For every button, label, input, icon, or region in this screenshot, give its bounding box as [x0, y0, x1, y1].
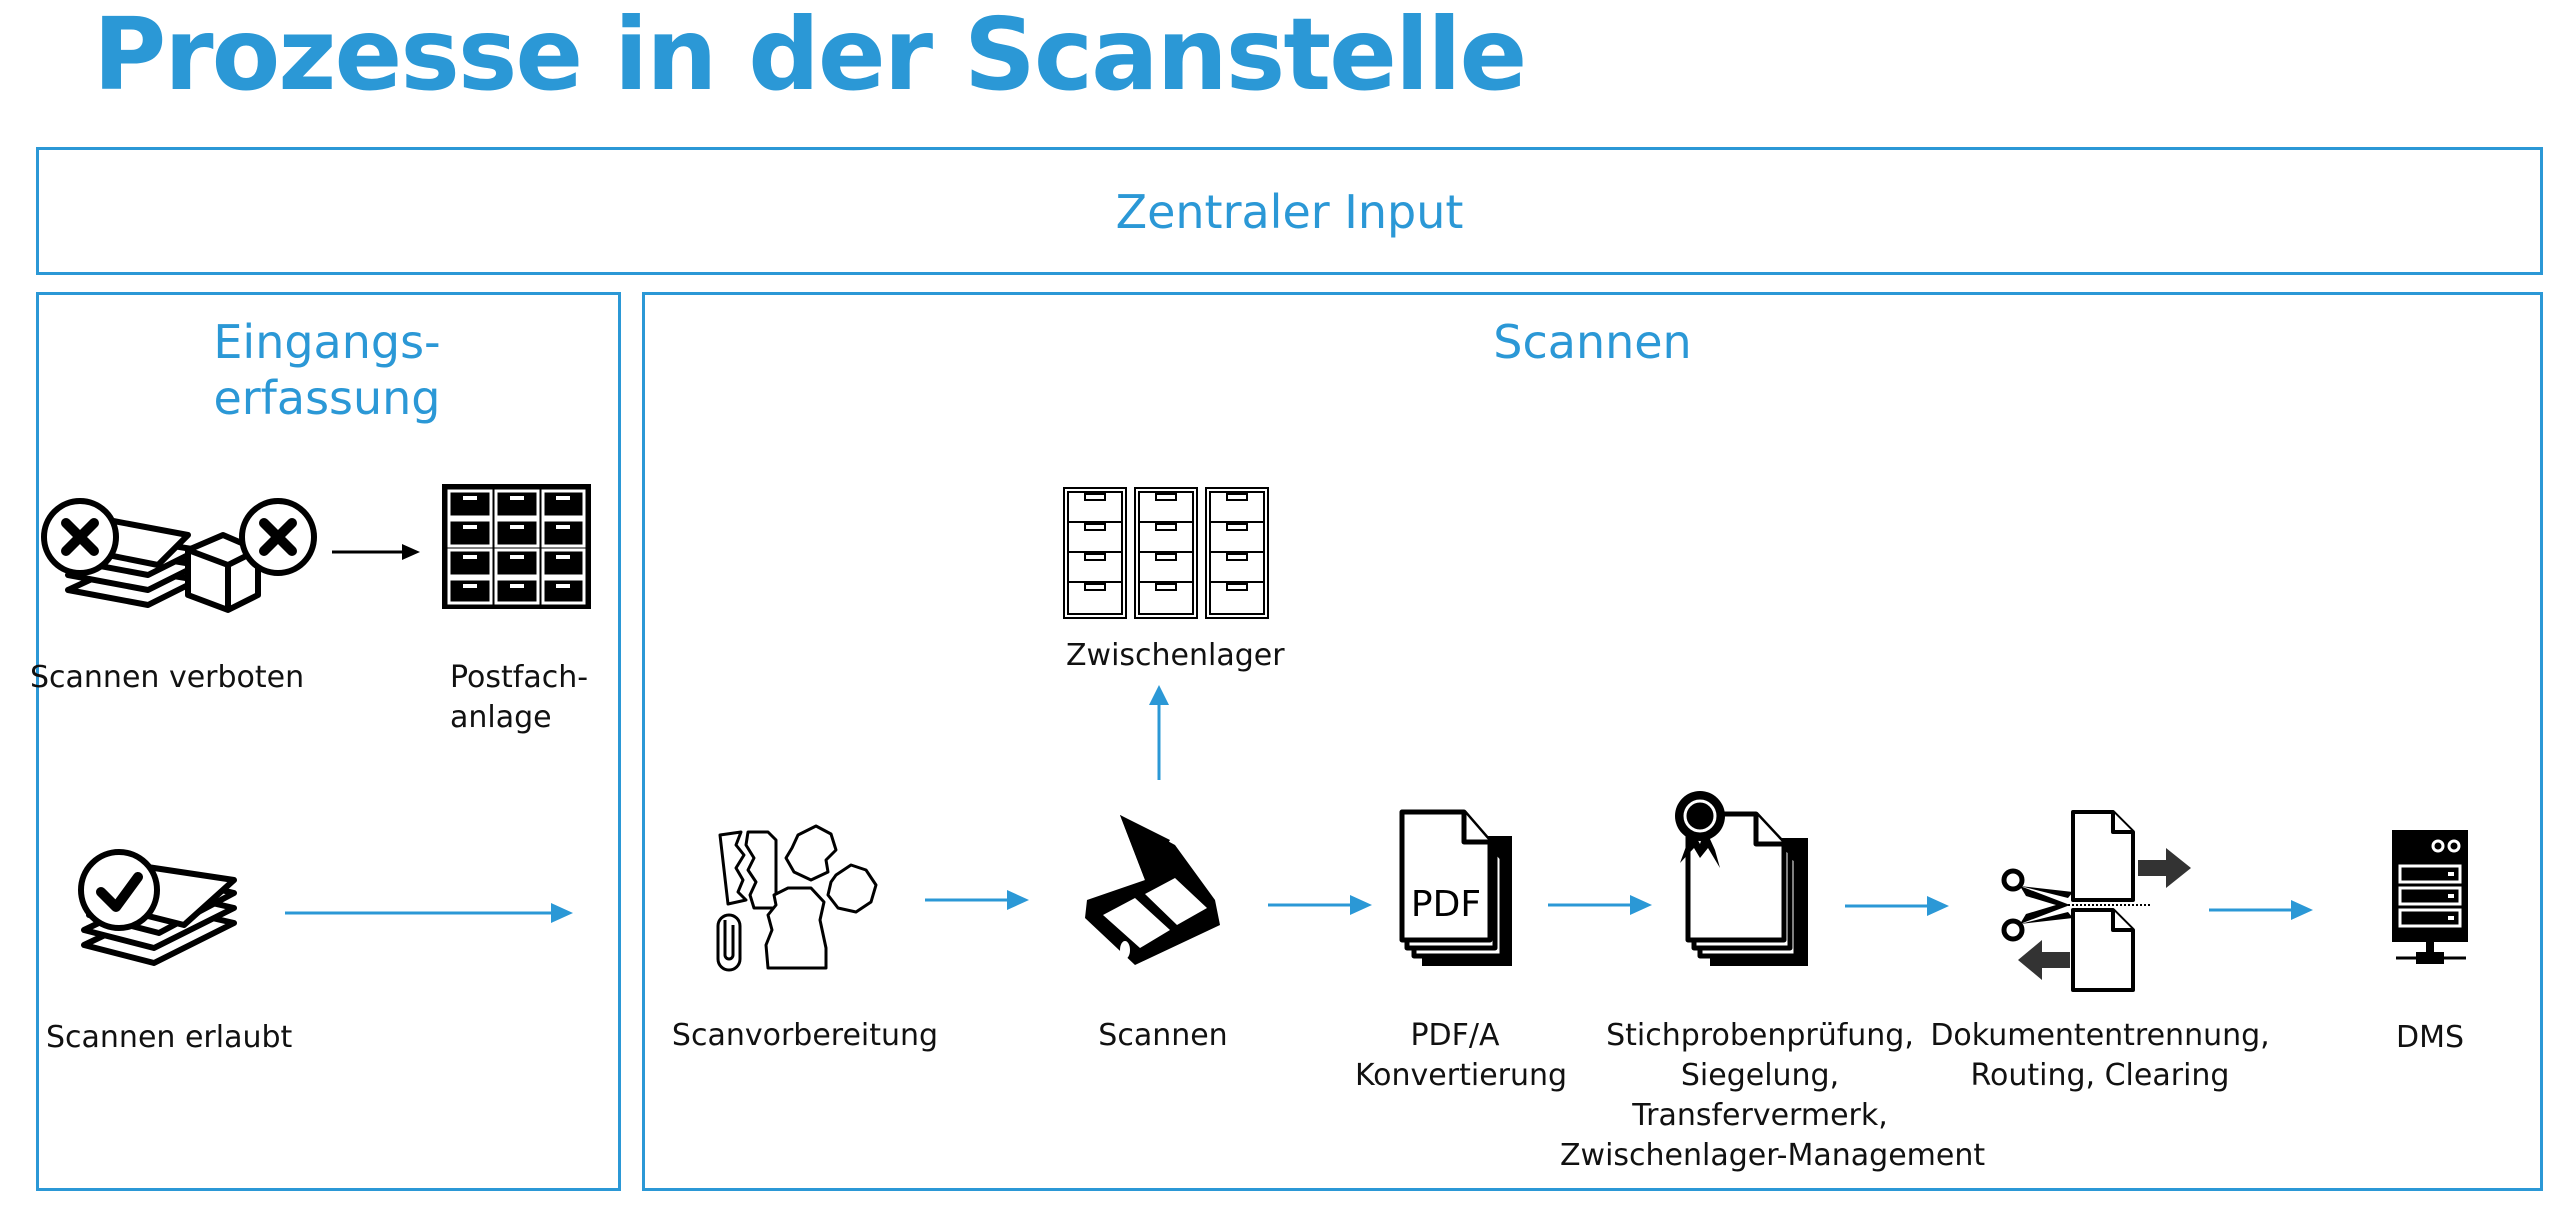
step-label-dms: DMS: [2395, 1020, 2465, 1055]
label-postfach-1: Postfach-: [450, 660, 589, 695]
arrow-right-icon: [332, 544, 420, 560]
scannen-box: Scannen: [642, 292, 2543, 1191]
step-label-scannen: Scannen: [1098, 1018, 1228, 1053]
arrow-up-icon: [1149, 685, 1169, 780]
pdf-icon-text: PDF: [1411, 884, 1481, 925]
label-scannen-erlaubt: Scannen erlaubt: [46, 1020, 293, 1055]
scan-preparation-icon: [716, 824, 878, 972]
documents-allowed-icon: [78, 849, 237, 966]
step-label-stichprobe-4: Zwischenlager-Management: [1560, 1138, 1986, 1173]
step-label-pdfa-1: PDF/A: [1410, 1018, 1500, 1053]
arrow-to-scannen-icon: [285, 903, 573, 923]
flatbed-scanner-icon: [1085, 815, 1220, 965]
zentraler-input-box: Zentraler Input: [36, 147, 2543, 275]
mailbox-cabinet-icon: [442, 484, 591, 609]
step-label-stichprobe-3: Transfervermerk,: [1632, 1098, 1888, 1133]
label-scannen-verboten: Scannen verboten: [30, 660, 305, 695]
eingangserfassung-label-2: erfassung: [213, 371, 441, 425]
documents-and-box-forbidden-icon: [41, 498, 317, 613]
step-arrow-4: [1845, 896, 1949, 916]
step-arrow-2: [1268, 895, 1372, 915]
step-arrow-1: [925, 890, 1029, 910]
step-label-stichprobe-1: Stichprobenprüfung,: [1606, 1018, 1914, 1053]
step-label-scanvorbereitung: Scanvorbereitung: [671, 1018, 939, 1053]
eingangserfassung-box: Eingangs- erfassung: [36, 292, 621, 1191]
certified-document-stack-icon: [1675, 791, 1808, 966]
pdf-document-stack-icon: PDF: [1399, 809, 1512, 966]
step-arrow-5: [2209, 900, 2313, 920]
step-label-stichprobe-2: Siegelung,: [1680, 1058, 1840, 1093]
file-cabinets-icon: [1063, 487, 1269, 619]
step-arrow-3: [1548, 895, 1652, 915]
page-title: Prozesse in der Scanstelle: [93, 0, 1527, 113]
zentraler-input-label: Zentraler Input: [1115, 185, 1464, 239]
server-icon: [2392, 830, 2468, 964]
step-label-trennung-1: Dokumententrennung,: [1930, 1018, 2270, 1053]
label-postfach-2: anlage: [450, 700, 552, 735]
eingangserfassung-label-1: Eingangs-: [213, 315, 441, 369]
step-label-pdfa-2: Konvertierung: [1355, 1058, 1568, 1093]
step-label-trennung-2: Routing, Clearing: [1970, 1058, 2230, 1093]
label-zwischenlager: Zwischenlager: [1066, 638, 1285, 673]
scannen-section-label: Scannen: [1493, 315, 1692, 369]
document-split-icon: [2001, 810, 2191, 992]
